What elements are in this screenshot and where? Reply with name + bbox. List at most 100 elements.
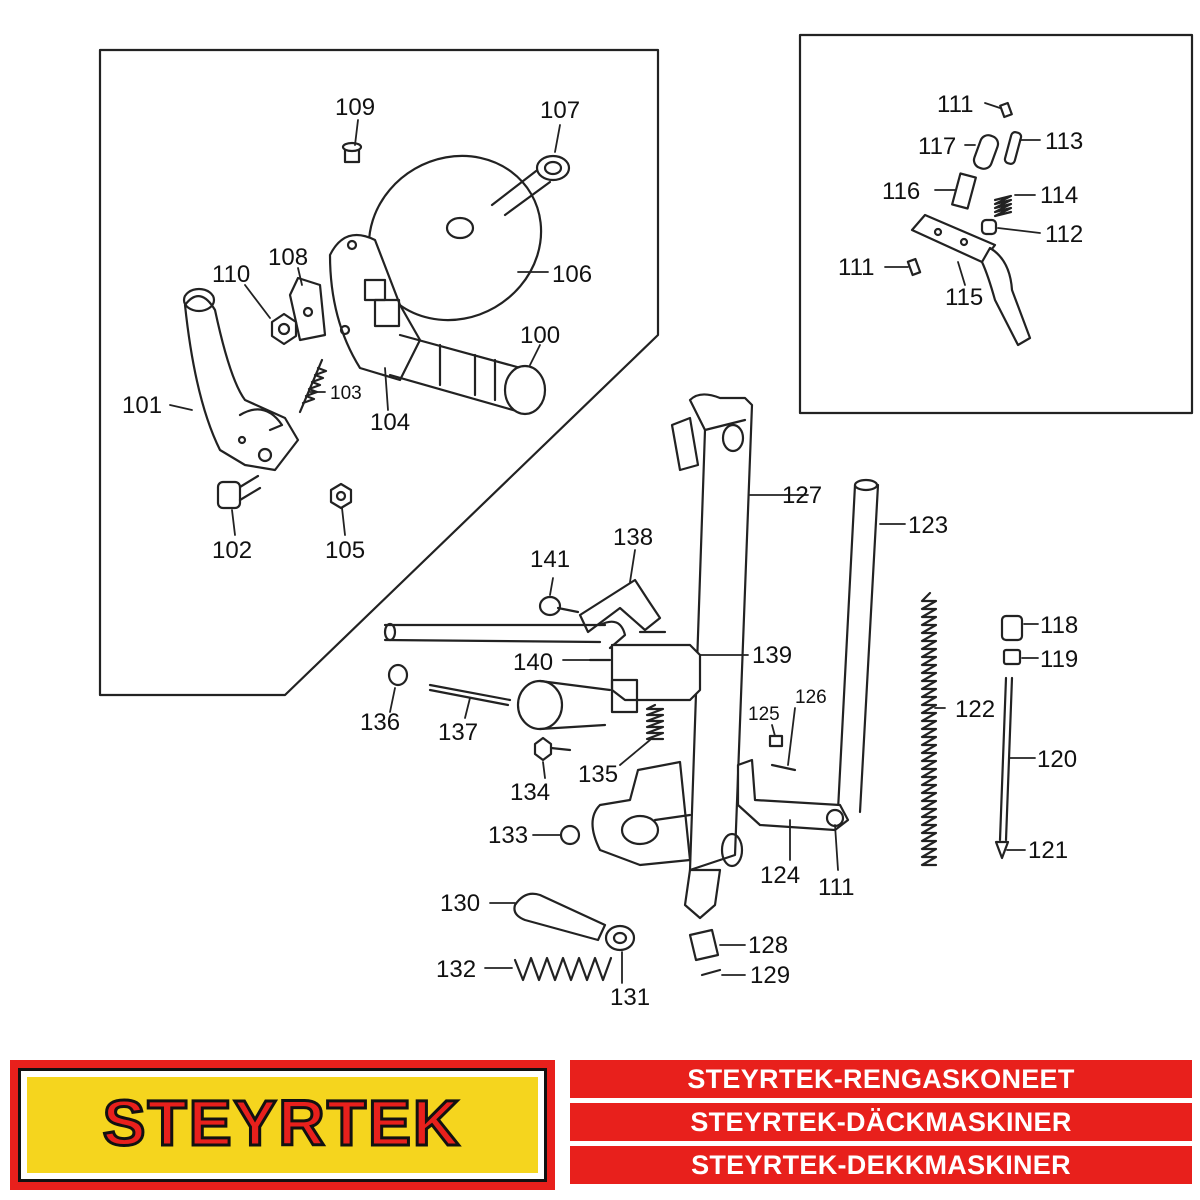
label-134: 134 xyxy=(510,779,550,806)
label-106: 106 xyxy=(552,261,592,288)
inset-frame-head xyxy=(98,48,660,697)
part-117-pin xyxy=(972,134,1000,170)
label-136: 136 xyxy=(360,709,400,736)
footer: STEYRTEK STEYRTEK-RENGASKONEET STEYRTEK-… xyxy=(0,1040,1200,1200)
label-100: 100 xyxy=(520,322,560,349)
label-111-lower: 111 xyxy=(818,874,854,901)
banner-rengaskoneet: STEYRTEK-RENGASKONEET xyxy=(570,1060,1192,1098)
label-135: 135 xyxy=(578,761,618,788)
part-roller xyxy=(516,679,612,731)
part-121-tip xyxy=(994,840,1010,860)
label-122: 122 xyxy=(955,696,995,723)
label-111-top: 111 xyxy=(937,91,973,118)
label-127: 127 xyxy=(782,482,822,509)
part-135-spring xyxy=(645,703,665,741)
part-102-bolt xyxy=(216,474,262,510)
label-108: 108 xyxy=(268,244,308,271)
part-132-spring xyxy=(513,956,613,982)
part-labels: 109 107 110 108 106 100 101 103 104 102 … xyxy=(122,91,1083,1011)
label-137: 137 xyxy=(438,719,478,746)
banner-dackmaskiner: STEYRTEK-DÄCKMASKINER xyxy=(570,1103,1192,1141)
label-124: 124 xyxy=(760,862,800,889)
label-101: 101 xyxy=(122,392,162,419)
svg-text:STEYRTEK: STEYRTEK xyxy=(103,1087,462,1159)
part-109-screw xyxy=(341,141,363,164)
label-128: 128 xyxy=(748,932,788,959)
label-111-left: 111 xyxy=(838,254,874,281)
label-112: 112 xyxy=(1045,221,1083,248)
label-118: 118 xyxy=(1040,612,1078,639)
label-116: 116 xyxy=(882,178,920,205)
part-101-lever xyxy=(182,287,300,472)
parts-diagram: 109 107 110 108 106 100 101 103 104 102 … xyxy=(98,33,1194,1011)
part-104-body xyxy=(328,233,422,382)
part-130-handle xyxy=(513,892,607,942)
part-141-bolt xyxy=(538,595,580,617)
label-120: 120 xyxy=(1037,746,1077,773)
label-133: 133 xyxy=(488,822,528,849)
label-119: 119 xyxy=(1040,646,1078,673)
part-113-pin xyxy=(1003,131,1023,165)
part-138-latch xyxy=(578,578,662,634)
part-129-pin xyxy=(700,968,722,977)
part-137-bolt xyxy=(428,683,512,707)
label-107: 107 xyxy=(540,97,580,124)
label-131: 131 xyxy=(610,984,650,1011)
part-115-handle xyxy=(910,213,1032,347)
part-140-screw xyxy=(588,630,667,662)
part-111-pin-left xyxy=(906,257,922,277)
label-139: 139 xyxy=(752,642,792,669)
label-125: 125 xyxy=(748,704,780,725)
part-133-plug xyxy=(559,824,581,846)
part-119-nut xyxy=(1002,648,1022,666)
label-126: 126 xyxy=(795,687,827,708)
part-128-bushing xyxy=(688,928,720,962)
label-114: 114 xyxy=(1040,182,1078,209)
part-131-bushing xyxy=(604,924,636,952)
part-123-rod xyxy=(836,478,880,814)
label-109: 109 xyxy=(335,94,375,121)
leader-lines xyxy=(169,102,1041,984)
part-127-column xyxy=(670,393,754,872)
part-125-screw xyxy=(768,734,784,748)
brand-logo: STEYRTEK xyxy=(10,1060,555,1190)
part-lower-arm xyxy=(591,760,692,867)
label-110: 110 xyxy=(212,261,250,288)
part-139-block xyxy=(610,643,702,714)
part-112-pin xyxy=(980,218,998,236)
label-138: 138 xyxy=(613,524,653,551)
label-115: 115 xyxy=(945,284,983,311)
part-122-spring xyxy=(920,591,938,867)
part-100-shaft xyxy=(388,333,547,416)
part-column-foot xyxy=(683,832,744,920)
label-121: 121 xyxy=(1028,837,1068,864)
label-141: 141 xyxy=(530,546,570,573)
part-136-cap xyxy=(387,663,409,687)
part-long-arm xyxy=(383,620,627,650)
part-105-nut xyxy=(329,482,353,510)
part-114-spring xyxy=(993,194,1013,218)
part-110-nut xyxy=(270,312,298,346)
label-129: 129 xyxy=(750,962,790,989)
label-103: 103 xyxy=(330,383,362,404)
label-140: 140 xyxy=(513,649,553,676)
label-104: 104 xyxy=(370,409,410,436)
banner-dekkmaskiner: STEYRTEK-DEKKMASKINER xyxy=(570,1146,1192,1184)
part-103-spring xyxy=(298,358,328,414)
label-132: 132 xyxy=(436,956,476,983)
part-120-rod xyxy=(998,676,1014,842)
label-105: 105 xyxy=(325,537,365,564)
part-116-plate xyxy=(951,172,977,210)
part-118-cap xyxy=(1000,614,1024,642)
label-123: 123 xyxy=(908,512,948,539)
label-117: 117 xyxy=(918,133,956,160)
part-111-pin-top xyxy=(999,101,1013,119)
inset-frame-lock xyxy=(798,33,1194,415)
part-126-screw xyxy=(770,763,797,772)
part-107-bolt xyxy=(490,154,571,217)
label-102: 102 xyxy=(212,537,252,564)
logo-wordmark: STEYRTEK xyxy=(101,1086,462,1161)
label-130: 130 xyxy=(440,890,480,917)
part-134-bolt xyxy=(533,736,572,762)
part-108-bracket xyxy=(288,276,327,342)
